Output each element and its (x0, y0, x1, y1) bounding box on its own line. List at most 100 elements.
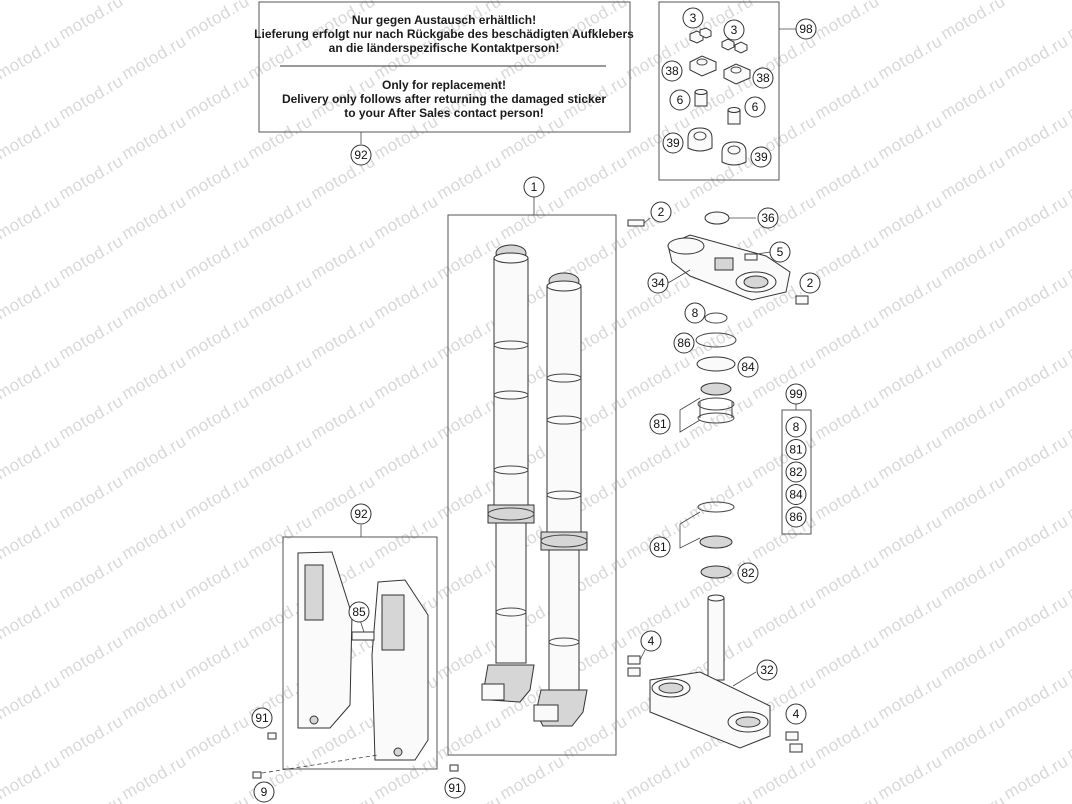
watermark-text: motod.ru (56, 471, 127, 523)
watermark-text: motod.ru (56, 711, 127, 763)
callout-bolt-top: 2 (650, 201, 672, 223)
right-bolt-2 (795, 295, 809, 305)
callout-bolt-lower-left: 4 (640, 630, 662, 652)
watermark-text: motod.ru (56, 791, 127, 804)
watermark-text: motod.ru (812, 151, 883, 203)
callout-screw-guard: 9 (253, 781, 275, 803)
callout-washer-left: 6 (669, 89, 691, 111)
watermark-text: motod.ru (245, 111, 316, 163)
watermark-text: motod.ru (812, 71, 883, 123)
watermark-text: motod.ru (1064, 711, 1072, 763)
bearing-kit-item-4-label: 86 (789, 510, 803, 524)
watermark-text: motod.ru (938, 231, 1009, 283)
callout-spacer-left-label: 38 (665, 64, 679, 78)
callout-clamp-right-label: 39 (754, 150, 768, 164)
watermark-text: motod.ru (182, 0, 253, 43)
callout-spacer-right-label: 38 (756, 71, 770, 85)
callout-spacer-left: 38 (661, 60, 683, 82)
callout-ring-upper-label: 86 (677, 336, 691, 350)
callout-bolt-lower-right: 4 (785, 703, 807, 725)
watermark-text: motod.ru (182, 631, 253, 683)
watermark-text: motod.ru (182, 151, 253, 203)
watermark-text: motod.ru (245, 271, 316, 323)
watermark-text: motod.ru (875, 191, 946, 243)
watermark-text: motod.ru (0, 0, 64, 3)
watermark-text: motod.ru (1001, 751, 1072, 803)
bearing-kit-item-1-label: 81 (789, 443, 803, 457)
watermark-text: motod.ru (938, 711, 1009, 763)
watermark-text: motod.ru (1064, 391, 1072, 443)
bearing-kit-item-2: 82 (785, 461, 807, 483)
bolt-5 (744, 251, 771, 261)
watermark-text: motod.ru (1064, 791, 1072, 804)
callout-washer-right: 6 (744, 96, 766, 118)
watermark-text: motod.ru (1064, 311, 1072, 363)
fork-guard-left (297, 551, 353, 729)
callout-bolt-upper-clamp-label: 5 (777, 245, 784, 259)
kit-washer-left (694, 89, 708, 107)
watermark-text: motod.ru (1001, 31, 1072, 83)
watermark-text: motod.ru (0, 511, 64, 563)
callout-nut-right-label: 3 (731, 23, 738, 37)
watermark-text: motod.ru (434, 551, 505, 603)
watermark-text: motod.ru (1001, 271, 1072, 323)
watermark-text: motod.ru (0, 31, 64, 83)
watermark-text: motod.ru (875, 111, 946, 163)
watermark-text: motod.ru (1064, 551, 1072, 603)
callout-bolt-top-label: 2 (658, 205, 665, 219)
bearing-kit-list: 8 81 82 84 86 (785, 416, 807, 528)
watermark-text: motod.ru (875, 511, 946, 563)
notice-de-line-3: an die länderspezifische Kontaktperson! (329, 41, 560, 55)
watermark-text: motod.ru (1064, 151, 1072, 203)
callout-bearing-lower: 81 (649, 536, 671, 558)
watermark-text: motod.ru (497, 751, 568, 803)
callout-washer-left-label: 6 (677, 93, 684, 107)
callout-bolt-upper-clamp: 5 (769, 241, 791, 263)
bracket-81-upper (679, 397, 701, 433)
watermark-text: motod.ru (56, 631, 127, 683)
bearing-kit-item-3-label: 84 (789, 488, 803, 502)
notice-de-line-1: Nur gegen Austausch erhältlich! (352, 13, 536, 27)
watermark-text: motod.ru (0, 111, 64, 163)
callout-clamp-right: 39 (750, 146, 772, 168)
watermark-text: motod.ru (56, 71, 127, 123)
watermark-text: motod.ru (686, 471, 757, 523)
callout-fork-assembly-label: 1 (531, 180, 538, 194)
watermark-text: motod.ru (182, 71, 253, 123)
watermark-text: motod.ru (0, 191, 64, 243)
notice-box: Nur gegen Austausch erhältlich! Lieferun… (254, 1, 634, 144)
watermark-text: motod.ru (371, 431, 442, 483)
fork-guard-right (371, 579, 429, 761)
watermark-text: motod.ru (812, 471, 883, 523)
watermark-text: motod.ru (938, 391, 1009, 443)
watermark-text: motod.ru (434, 151, 505, 203)
watermark-text: motod.ru (1064, 71, 1072, 123)
lower-triple-clamp (649, 594, 771, 749)
callout-clamp-left: 39 (662, 132, 684, 154)
watermark-text: motod.ru (182, 551, 253, 603)
watermark-text: motod.ru (875, 271, 946, 323)
bearing-kit-item-0-label: 8 (793, 420, 800, 434)
callout-lower-triple-clamp: 32 (756, 659, 778, 681)
watermark-text: motod.ru (623, 111, 694, 163)
watermark-text: motod.ru (560, 791, 631, 804)
callout-fork-guard-bolt-label: 85 (352, 605, 366, 619)
watermark-text: motod.ru (119, 431, 190, 483)
watermark-text: motod.ru (0, 0, 1, 43)
watermark-text: motod.ru (308, 391, 379, 443)
watermark-text: motod.ru (56, 551, 127, 603)
watermark-text: motod.ru (1001, 111, 1072, 163)
watermark-text: motod.ru (623, 351, 694, 403)
watermark-text: motod.ru (182, 391, 253, 443)
watermark-text: motod.ru (938, 151, 1009, 203)
watermark-text: motod.ru (812, 631, 883, 683)
watermark-text: motod.ru (938, 471, 1009, 523)
callout-clamp-left-label: 39 (666, 136, 680, 150)
callout-fork-guard-bolt: 85 (348, 601, 370, 623)
watermark-text: motod.ru (875, 351, 946, 403)
bracket-81-lower (679, 511, 701, 549)
callout-nut-right: 3 (723, 19, 745, 41)
watermark-text: motod.ru (749, 591, 820, 643)
watermark-text: motod.ru (875, 591, 946, 643)
callout-upper-triple-clamp: 34 (647, 272, 669, 294)
